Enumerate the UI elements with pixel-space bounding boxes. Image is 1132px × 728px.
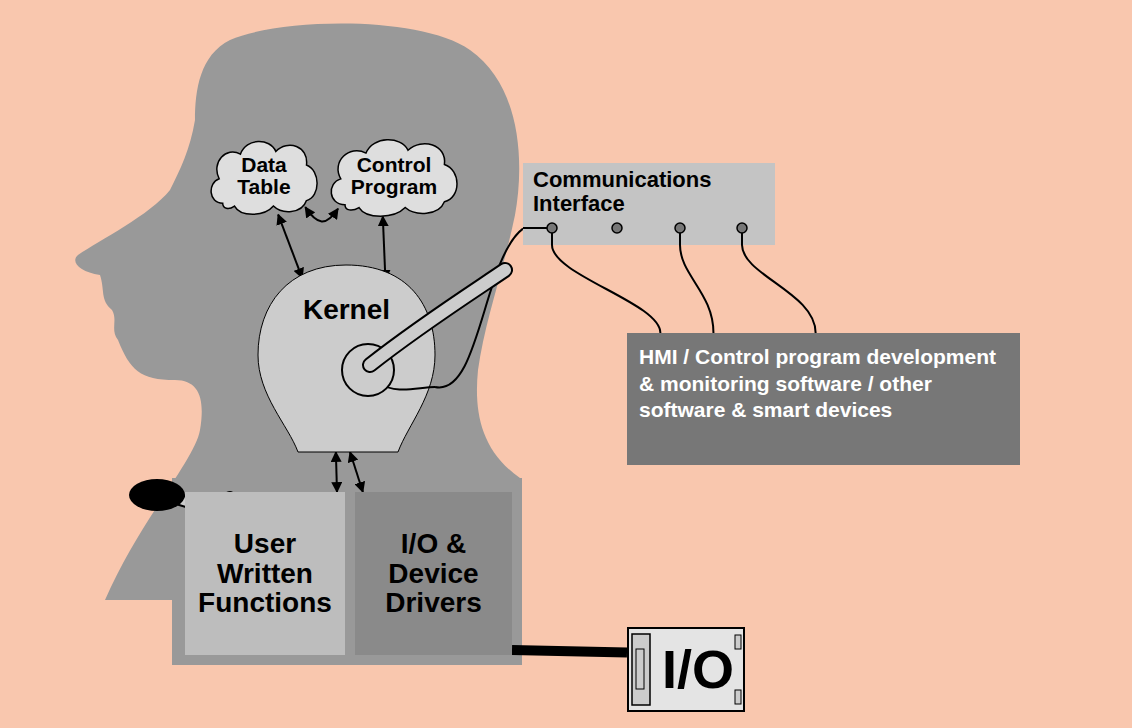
double-arrow bbox=[278, 215, 302, 279]
port-dot bbox=[612, 223, 622, 233]
port-wire bbox=[741, 233, 743, 245]
port-wire bbox=[551, 233, 553, 245]
cable bbox=[512, 650, 627, 652]
node-label: Data Table bbox=[229, 154, 299, 198]
port-wire bbox=[523, 227, 547, 229]
box: User Written Functions bbox=[185, 492, 345, 655]
cloud-shape: Control Program bbox=[324, 133, 464, 219]
node-label: HMI / Control program development & moni… bbox=[639, 344, 1008, 424]
port-dot bbox=[737, 223, 747, 233]
double-arrow bbox=[350, 452, 363, 492]
double-arrow bbox=[305, 207, 338, 221]
wire bbox=[680, 245, 713, 333]
port-wire bbox=[679, 233, 681, 245]
io-connector bbox=[632, 634, 650, 705]
port-dot bbox=[547, 223, 557, 233]
io-tab bbox=[735, 690, 741, 704]
port-dot bbox=[675, 223, 685, 233]
cloud-path bbox=[331, 140, 457, 216]
headband-outline bbox=[370, 270, 505, 365]
node-label: User Written Functions bbox=[189, 529, 341, 617]
node-label: Kernel bbox=[303, 295, 390, 324]
io-connector-slot bbox=[636, 649, 644, 689]
kernel-path bbox=[258, 265, 435, 452]
node-label: I/O & Device Drivers bbox=[359, 529, 508, 617]
wire bbox=[552, 245, 660, 333]
microphone bbox=[129, 479, 185, 511]
box: I/O bbox=[627, 627, 745, 712]
io-tab bbox=[735, 635, 741, 649]
cloud-path bbox=[211, 141, 317, 214]
node-label: Communications Interface bbox=[533, 168, 765, 216]
cloud-shape: Data Table bbox=[205, 135, 323, 217]
kernel-outline bbox=[258, 265, 435, 452]
double-arrow bbox=[336, 452, 337, 492]
node-label: I/O bbox=[662, 641, 734, 698]
box: HMI / Control program development & moni… bbox=[627, 333, 1020, 465]
headband bbox=[370, 270, 505, 365]
box: Communications Interface bbox=[523, 163, 775, 245]
box: I/O & Device Drivers bbox=[355, 492, 512, 655]
wire bbox=[742, 245, 816, 333]
shoulder-frame bbox=[172, 478, 522, 665]
node-label: Control Program bbox=[344, 154, 444, 198]
kernel-shape: Kernel bbox=[258, 265, 435, 452]
